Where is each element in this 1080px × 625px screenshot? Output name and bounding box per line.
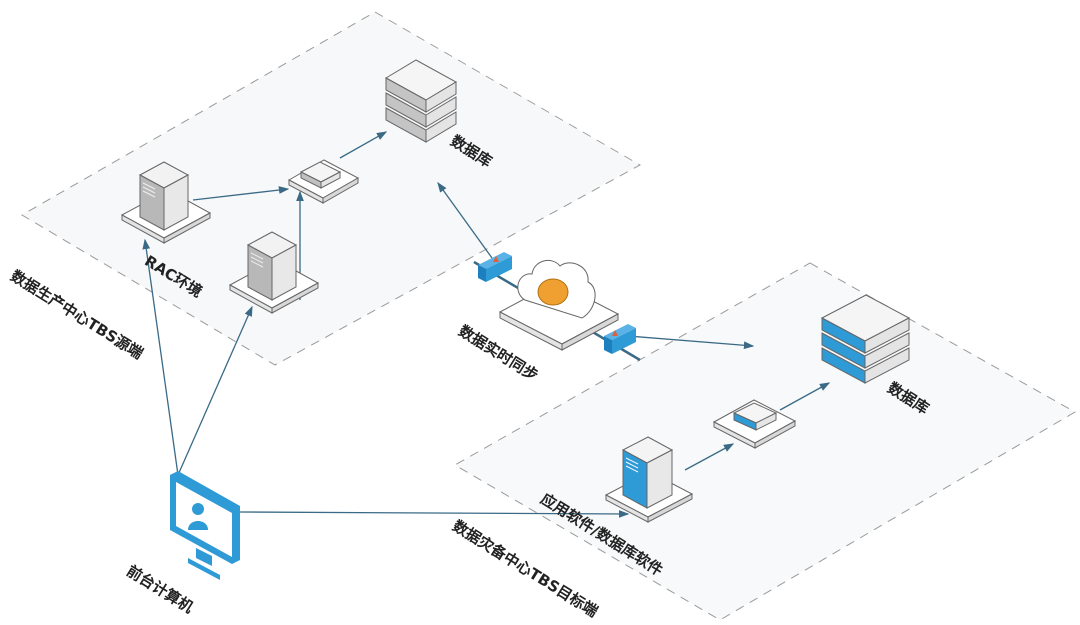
arrow-frontend-to-rac	[142, 238, 179, 476]
firewall-1-icon	[478, 252, 512, 282]
arrow-firewall-to-db	[437, 181, 493, 259]
arrow-switch-to-targetdb	[779, 382, 831, 411]
target-switch-icon	[712, 399, 797, 449]
target-database-icon	[820, 294, 911, 384]
source-switch-icon	[287, 159, 360, 204]
rac-server-icon	[120, 161, 212, 244]
frontend-computer-icon	[170, 471, 240, 580]
app-server-icon	[604, 436, 694, 523]
arrow-frontend-to-app	[239, 510, 630, 518]
sync-cloud-icon	[498, 259, 620, 351]
source-database-icon	[384, 59, 458, 143]
arrow-rac-to-switch	[192, 186, 290, 201]
server-2-icon	[228, 231, 320, 314]
firewall-2-icon	[604, 324, 636, 354]
arrow-firewall-to-target	[627, 335, 755, 350]
arrow-app-to-switch	[684, 443, 735, 471]
arrow-frontend-to-server2	[177, 305, 253, 476]
arrow-switch-to-db	[339, 131, 388, 159]
